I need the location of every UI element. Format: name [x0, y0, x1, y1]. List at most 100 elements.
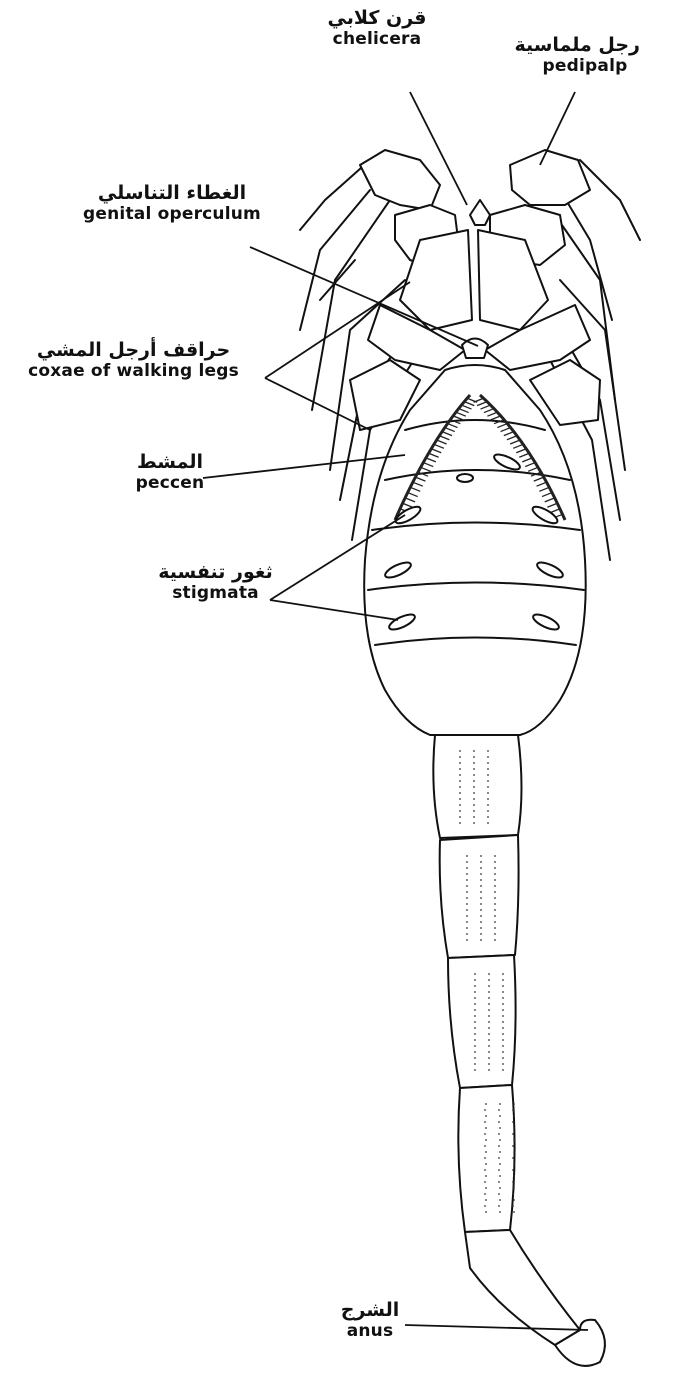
stipple-dot	[499, 1127, 501, 1129]
stipple-dot	[488, 1009, 490, 1011]
stipple-dot	[474, 1039, 476, 1041]
stipple-dot	[480, 879, 482, 881]
stipple-dot	[502, 1027, 504, 1029]
stipple-dot	[480, 891, 482, 893]
stipple-dot	[466, 927, 468, 929]
stipple-dot	[494, 939, 496, 941]
stipple-dot	[466, 867, 468, 869]
stipple-dot	[513, 1211, 515, 1213]
stipple-dot	[512, 1169, 514, 1171]
stipple-dot	[459, 792, 461, 794]
stipple-dot	[480, 873, 482, 875]
stipple-dot	[480, 867, 482, 869]
stipple-dot	[502, 973, 504, 975]
stipple-dot	[466, 915, 468, 917]
stipple-dot	[474, 1003, 476, 1005]
stipple-dot	[485, 1187, 487, 1189]
stipple-dot	[466, 861, 468, 863]
stipple-dot	[487, 768, 489, 770]
stipple-dot	[513, 1151, 515, 1153]
stipple-dot	[502, 991, 504, 993]
stipple-dot	[485, 1199, 487, 1201]
coxae-label-en: coxae of walking legs	[6, 362, 261, 382]
stipple-dot	[499, 1199, 501, 1201]
stipple-dot	[459, 750, 461, 752]
stipple-dot	[466, 885, 468, 887]
stipple-dot	[498, 1157, 500, 1159]
stipple-dot	[488, 973, 490, 975]
stipple-dot	[487, 816, 489, 818]
stipple-dot	[513, 1163, 515, 1165]
anus-label-en: anus	[335, 1322, 405, 1342]
stipple-dot	[494, 921, 496, 923]
pedipalp-label: رجل ملماسية pedipalp	[530, 35, 640, 76]
stipple-dot	[474, 1051, 476, 1053]
stipple-dot	[498, 1193, 500, 1195]
stipple-dot	[480, 939, 482, 941]
stipple-dot	[488, 1003, 490, 1005]
stipple-dot	[459, 822, 461, 824]
stipple-dot	[487, 822, 489, 824]
stipple-dot	[494, 915, 496, 917]
stipple-dot	[474, 991, 476, 993]
stipple-dot	[485, 1115, 487, 1117]
stipple-dot	[499, 1163, 501, 1165]
stipple-dot	[498, 1145, 500, 1147]
stipple-dot	[487, 774, 489, 776]
stipple-dot	[512, 1133, 514, 1135]
stipple-dot	[474, 1063, 476, 1065]
stipple-dot	[480, 927, 482, 929]
stipple-dot	[474, 985, 476, 987]
stipple-dot	[474, 1015, 476, 1017]
stipple-dot	[485, 1175, 487, 1177]
stipple-dot	[473, 762, 475, 764]
stipple-dot	[502, 1051, 504, 1053]
stipple-dot	[494, 933, 496, 935]
stipple-dot	[473, 750, 475, 752]
anus-label-ar: الشرج	[335, 1300, 405, 1322]
stipple-dot	[502, 1057, 504, 1059]
stipple-dot	[494, 909, 496, 911]
stigmata-label-en: stigmata	[158, 584, 273, 604]
stipple-dot	[480, 909, 482, 911]
stipple-dot	[473, 792, 475, 794]
stipple-dot	[480, 861, 482, 863]
chelicera-label-en: chelicera	[322, 30, 432, 50]
stipple-dot	[488, 1021, 490, 1023]
stipple-dot	[459, 798, 461, 800]
stipple-dot	[487, 792, 489, 794]
stipple-dot	[466, 909, 468, 911]
stipple-dot	[494, 861, 496, 863]
stipple-dot	[459, 774, 461, 776]
stipple-dot	[485, 1211, 487, 1213]
stipple-dot	[466, 873, 468, 875]
stipple-dot	[502, 1021, 504, 1023]
stipple-dot	[466, 879, 468, 881]
stipple-dot	[474, 1045, 476, 1047]
stipple-dot	[474, 1033, 476, 1035]
stipple-dot	[512, 1121, 514, 1123]
stigmata-label-ar: ثغور تنفسية	[158, 562, 273, 584]
stipple-dot	[473, 780, 475, 782]
pedipalp-label-en: pedipalp	[530, 57, 640, 77]
metasoma	[433, 735, 605, 1366]
stipple-dot	[485, 1127, 487, 1129]
stipple-dot	[474, 1069, 476, 1071]
stipple-dot	[487, 798, 489, 800]
stipple-dot	[512, 1157, 514, 1159]
stipple-dot	[473, 822, 475, 824]
stipple-dot	[480, 915, 482, 917]
stipple-dot	[485, 1163, 487, 1165]
stipple-dot	[487, 756, 489, 758]
stipple-dot	[494, 897, 496, 899]
stipple-dot	[484, 1121, 486, 1123]
stipple-dot	[488, 1045, 490, 1047]
stipple-dot	[513, 1103, 515, 1105]
stipple-dot	[502, 1003, 504, 1005]
stipple-dot	[494, 891, 496, 893]
stipple-dot	[488, 991, 490, 993]
stipple-dot	[502, 1015, 504, 1017]
stipple-dot	[480, 885, 482, 887]
stipple-dot	[480, 903, 482, 905]
